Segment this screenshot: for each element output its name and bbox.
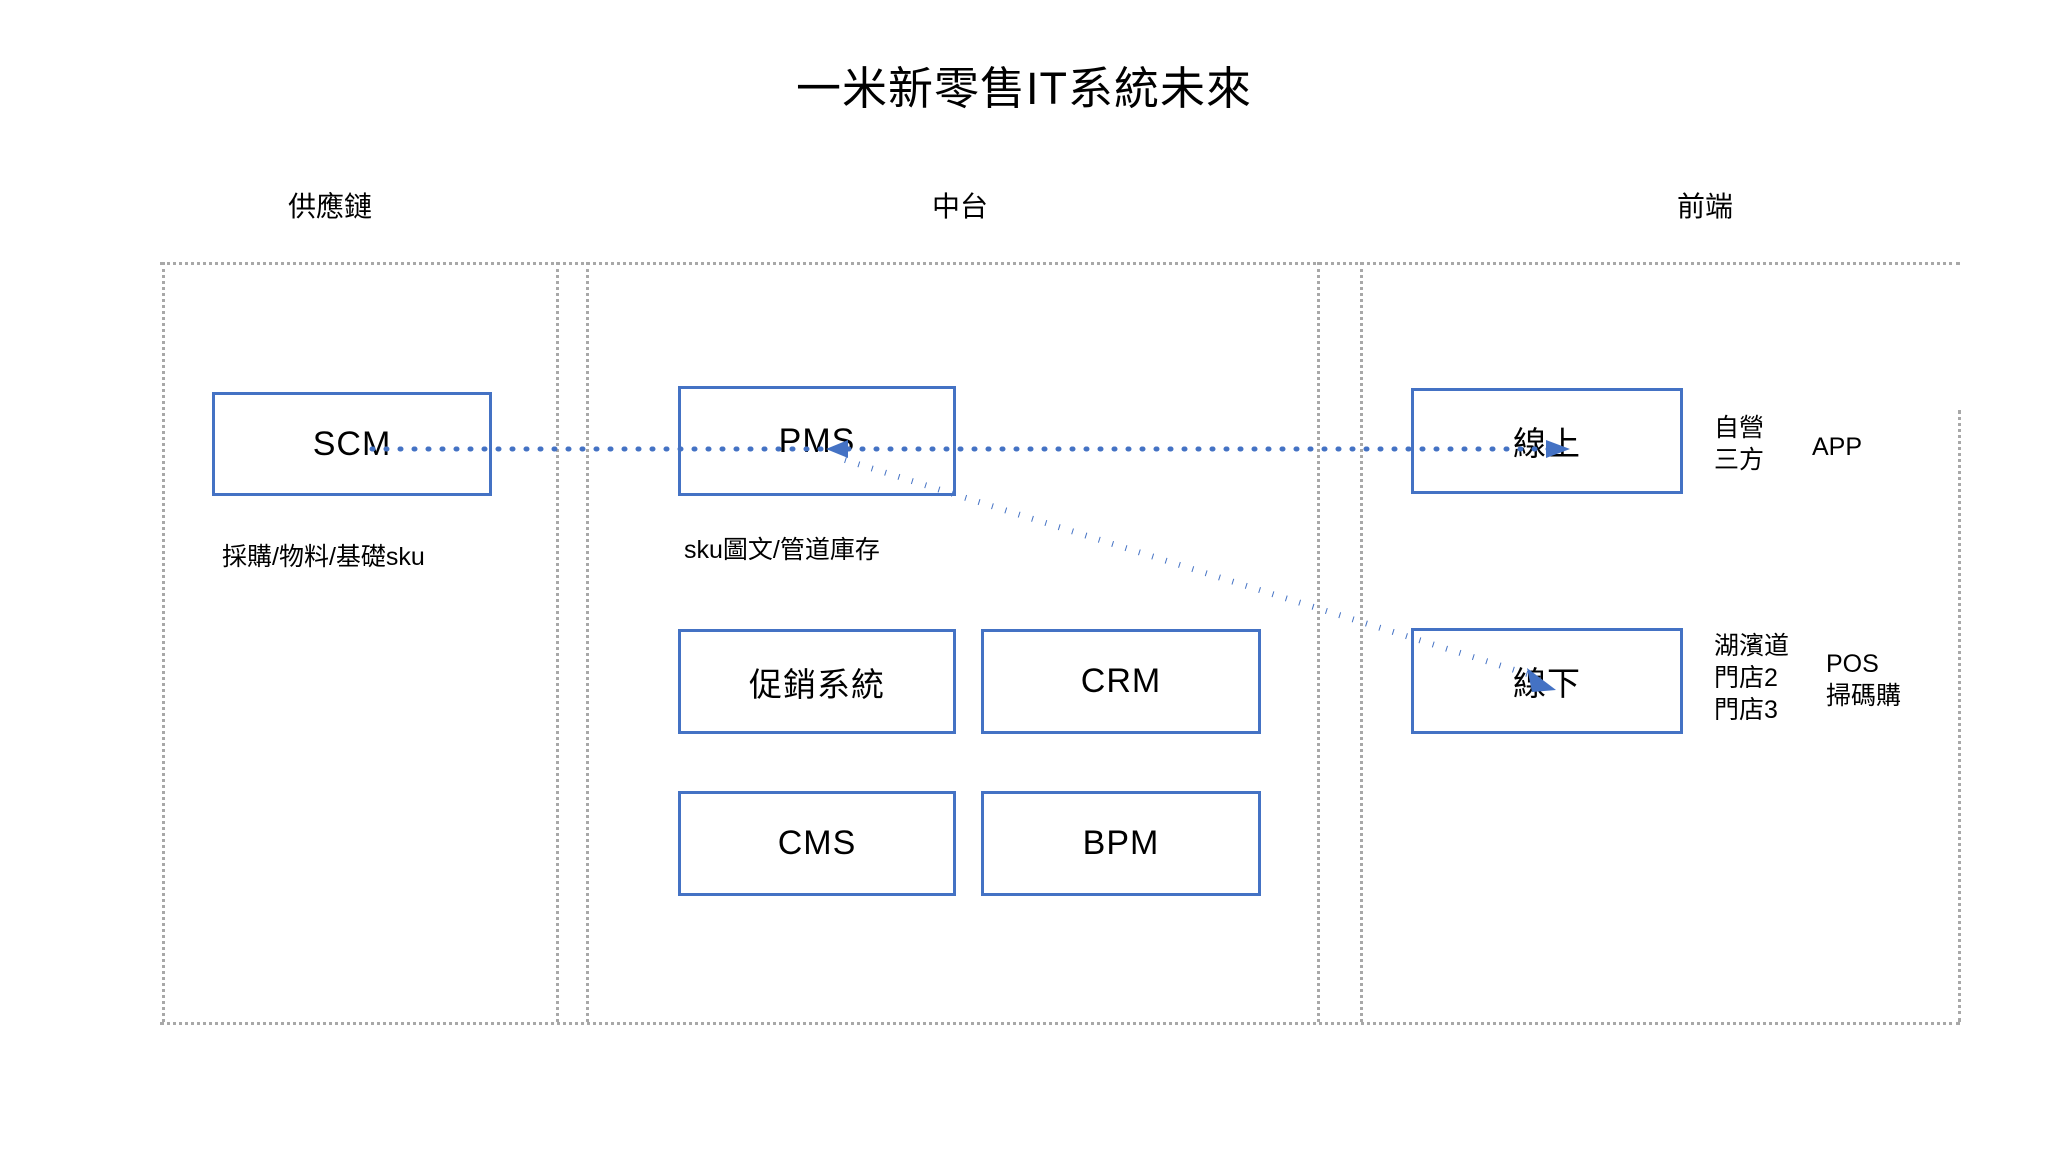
annotation-online-channel-third-party: 三方 [1714,446,1765,474]
box-crm[interactable]: CRM [981,629,1261,734]
column-header-supply-chain: 供應鏈 [287,191,372,222]
annotation-offline-tool-pos: POS [1826,650,1879,678]
box-promotion-system[interactable]: 促銷系統 [678,629,956,734]
column-header-front-end: 前端 [1676,191,1733,222]
column-header-middle-platform: 中台 [931,191,988,222]
annotation-online-channels: 自營 三方 [1714,412,1764,476]
box-scm[interactable]: SCM [212,392,492,496]
zone-guide-supply-right [556,262,559,1022]
box-bpm[interactable]: BPM [981,791,1261,896]
annotation-offline-store-hubin: 湖濱道 [1714,632,1790,660]
annotation-offline-tool-scan-buy: 掃碼購 [1826,682,1902,710]
zone-guide-middle-right [1317,262,1320,1022]
box-pms[interactable]: PMS [678,386,956,496]
annotation-offline-tools: POS 掃碼購 [1826,648,1901,712]
zone-guide-bottom [160,1022,1960,1025]
zone-guide-left [162,262,165,1022]
box-cms[interactable]: CMS [678,791,956,896]
caption-pms: sku圖文/管道庫存 [684,536,880,564]
annotation-online-channel-self: 自營 [1714,414,1765,442]
annotation-offline-store-2: 門店2 [1714,664,1778,692]
annotation-online-apps: APP [1812,433,1863,461]
box-offline[interactable]: 線下 [1411,628,1683,734]
caption-scm: 採購/物料/基礎sku [222,543,425,571]
zone-guide-front-right [1958,410,1961,1022]
box-online[interactable]: 線上 [1411,388,1683,494]
page-title: 一米新零售IT系統未來 [796,63,1252,114]
zone-guide-front-left [1360,262,1363,1022]
zone-guide-middle-left [586,262,589,1022]
annotation-offline-store-3: 門店3 [1714,696,1778,724]
annotation-offline-stores: 湖濱道 門店2 門店3 [1714,630,1789,726]
zone-guide-top [160,262,1960,265]
